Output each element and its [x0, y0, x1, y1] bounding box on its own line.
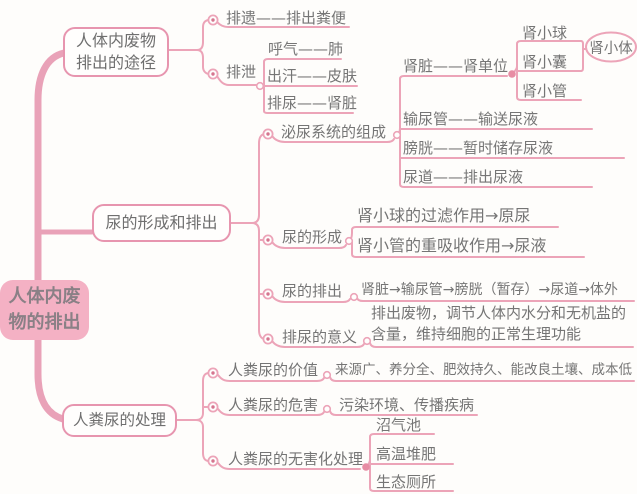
node-biogas: 沼气池: [376, 416, 422, 434]
significance-text-line1: 排出废物，调节人体内水分和无机盐的: [371, 304, 627, 322]
branch-box-feces: 人粪尿的处理: [62, 404, 177, 437]
node-bladder: 膀胱——暂时储存尿液: [403, 139, 554, 157]
node-ureter: 输尿管——输送尿液: [403, 110, 539, 128]
root-label-line2: 物的排出: [8, 312, 81, 333]
node-compost: 高温堆肥: [376, 445, 437, 463]
root-node: 人体内废 物的排出: [0, 280, 89, 340]
node-kidney-unit: 肾脏——肾单位: [403, 57, 509, 75]
corpuscle-oval: [585, 31, 637, 63]
node-reabsorption: 肾小管的重吸收作用→尿液: [357, 236, 547, 255]
node-excretion: 尿的排出: [282, 282, 343, 300]
node-feces-value: 人粪尿的价值: [228, 361, 319, 379]
branch-box-pathways: 人体内废物 排出的途径: [63, 27, 169, 77]
node-glomerulus: 肾小球: [522, 24, 568, 42]
feces-harm-text: 污染环境、传播疾病: [339, 396, 475, 414]
node-urinary-system: 泌尿系统的组成: [281, 123, 387, 141]
root-label-line1: 人体内废: [8, 285, 81, 307]
pathways-title-line1: 人体内废物: [75, 30, 156, 50]
pathways-title-line2: 排出的途径: [75, 53, 156, 72]
node-filtration: 肾小球的过滤作用→原尿: [357, 206, 531, 225]
node-paixie: 排泄: [226, 63, 257, 81]
node-excretion-path: 肾脏→输尿管→膀胱（暂存）→尿道→体外: [361, 282, 618, 298]
trunk-curve: [34, 49, 95, 423]
node-feces-harm: 人粪尿的危害: [228, 396, 319, 414]
node-formation: 尿的形成: [282, 228, 343, 246]
node-bullets: [207, 14, 516, 471]
node-paiyi: 排遗——排出粪便: [226, 9, 347, 27]
urine-title: 尿的形成和排出: [105, 212, 218, 232]
node-breath: 呼气——肺: [268, 40, 344, 58]
node-feces-treatment: 人粪尿的无害化处理: [228, 450, 364, 468]
node-significance: 排尿的意义: [282, 328, 358, 346]
node-corpuscle: 肾小体: [589, 40, 633, 57]
node-tubule: 肾小管: [522, 82, 568, 100]
feces-title: 人粪尿的处理: [72, 410, 166, 429]
node-urethra: 尿道——排出尿液: [403, 168, 524, 186]
node-sweat: 出汗——皮肤: [267, 67, 358, 85]
branch-box-urine: 尿的形成和排出: [92, 204, 231, 242]
feces-value-text: 来源广、养分全、肥效持久、能改良土壤、成本低: [335, 362, 632, 378]
node-eco-toilet: 生态厕所: [376, 473, 437, 491]
node-capsule: 肾小囊: [522, 53, 568, 71]
node-urinate: 排尿——肾脏: [267, 94, 358, 112]
significance-text-line2: 含量，维持细胞的正常生理功能: [371, 325, 582, 343]
